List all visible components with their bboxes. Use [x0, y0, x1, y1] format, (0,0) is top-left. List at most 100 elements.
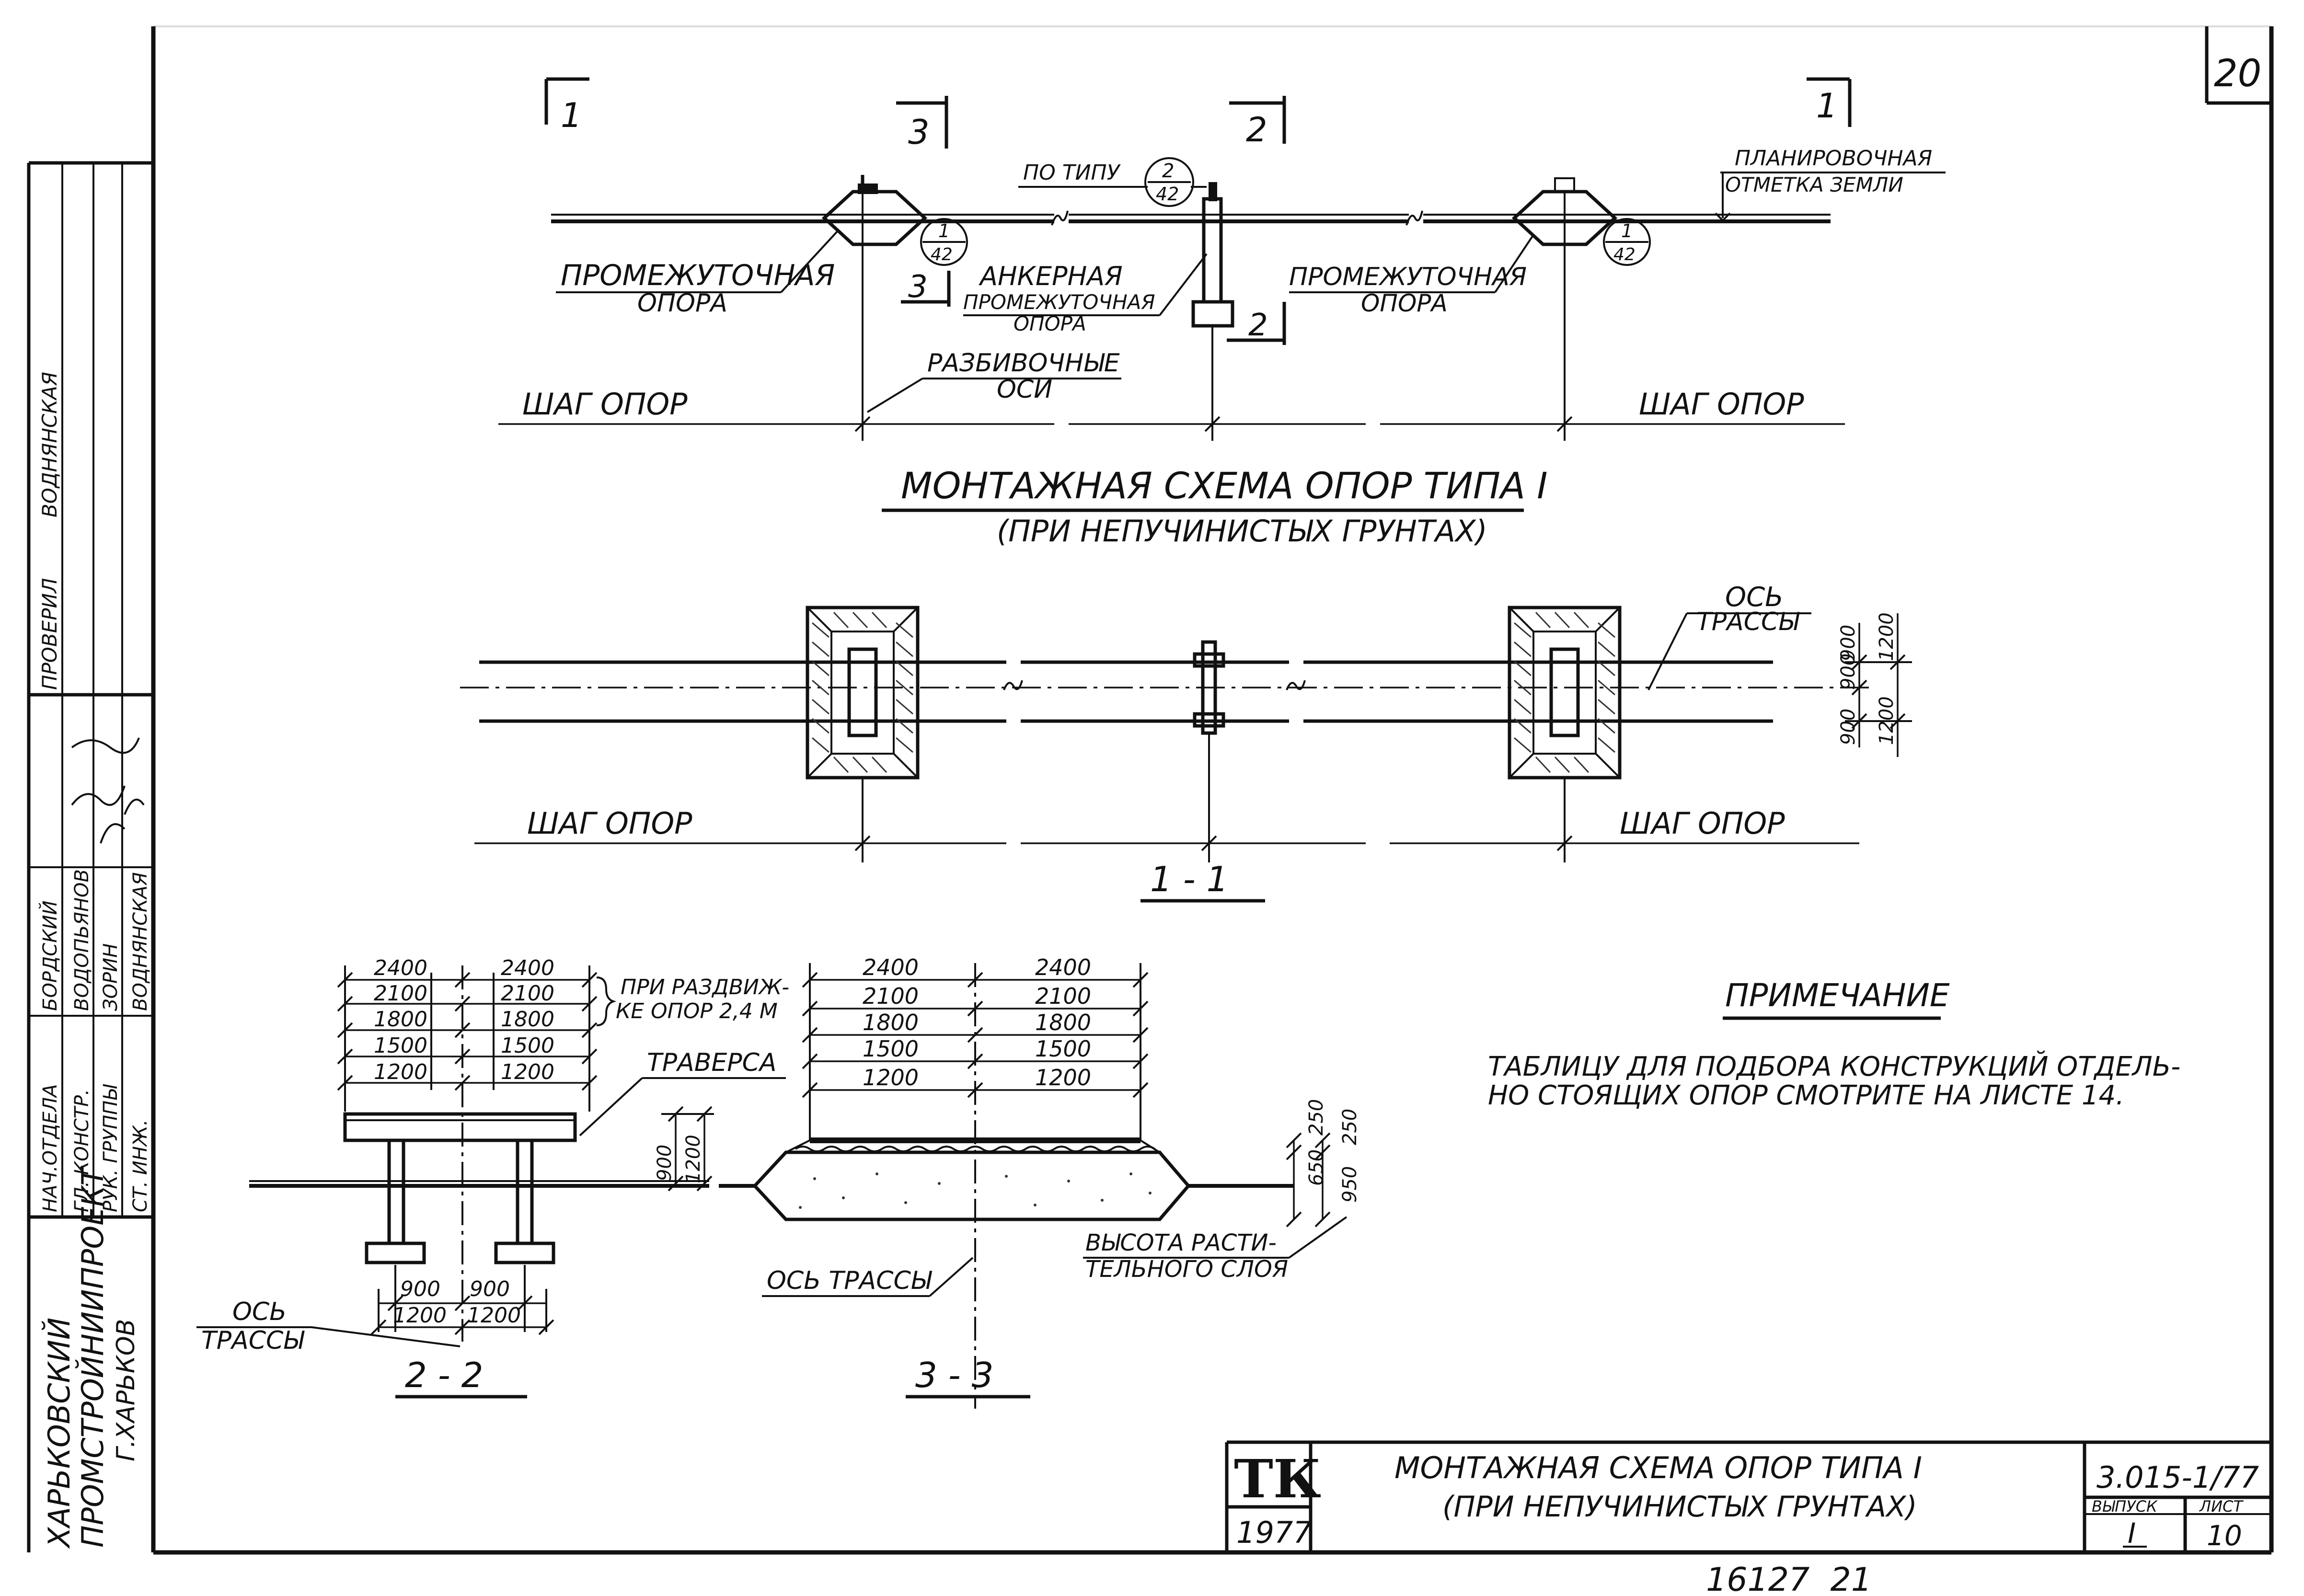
s33-right-4: 1200 [1035, 1065, 1091, 1091]
s22-dim-900: 900 [654, 1145, 676, 1181]
s22-right-2: 1800 [501, 1007, 554, 1032]
stamp-role-1: НАЧ.ОТДЕЛА [39, 1084, 61, 1212]
s22-bottom-900-left: 900 [400, 1277, 440, 1301]
org-line3: Г.ХАРЬКОВ [112, 1319, 140, 1461]
s22-dim-1200: 1200 [682, 1135, 704, 1183]
stamp-name-4: ВОДНЯНСКАЯ [129, 872, 151, 1011]
main-title-line2: (ПРИ НЕПУЧИНИСТЫХ ГРУНТАХ) [997, 514, 1487, 549]
plan-axis-label-line1: ОСЬ [1725, 582, 1784, 613]
po-tipu-label: ПО ТИПУ [1023, 161, 1121, 185]
tb-issue: I [2128, 1517, 2136, 1550]
plan-dim-900c: 900 [1837, 709, 1859, 745]
s33-right-2: 1800 [1035, 1010, 1091, 1035]
main-title: МОНТАЖНАЯ СХЕМА ОПОР ТИПА I (ПРИ НЕПУЧИН… [882, 464, 1548, 549]
section-1-1-title: 1 - 1 [1150, 859, 1228, 899]
tb-issue-label: ВЫПУСК [2092, 1497, 2158, 1516]
ref-2-42-top: 2 [1162, 160, 1174, 182]
mound-left-block [858, 184, 878, 194]
ref-left-top: 1 [938, 220, 950, 241]
interm-right-line1: ПРОМЕЖУТОЧНАЯ [1289, 263, 1527, 291]
stamp-role-3: РУК. ГРУППЫ [100, 1084, 122, 1212]
bottom-stamp: 16127 21 [1706, 1561, 1872, 1596]
tb-series: 3.015-1/77 [2097, 1460, 2259, 1495]
s22-left-0: 2400 [374, 956, 427, 980]
s22-axis-line2: ТРАССЫ [201, 1326, 305, 1355]
mound-right [1511, 190, 1618, 246]
plan-axis-label-line2: ТРАССЫ [1696, 608, 1800, 636]
step-left-plan: ШАГ ОПОР [527, 806, 692, 841]
ref-right-top: 1 [1621, 220, 1633, 241]
sheet-frame [151, 25, 2274, 1555]
tb-title-line2: (ПРИ НЕПУЧИНИСТЫХ ГРУНТАХ) [1442, 1490, 1917, 1524]
s22-bottom-900-right: 900 [470, 1277, 510, 1301]
s33-left-3: 1500 [863, 1036, 919, 1062]
s33-dim-650: 650 [1305, 1149, 1327, 1186]
traverse-beam [343, 1112, 577, 1142]
planning-label-line2: ОТМЕТКА ЗЕМЛИ [1725, 173, 1903, 196]
plan-dim-900b: 900 [1837, 654, 1859, 690]
s33-right-3: 1500 [1035, 1036, 1091, 1062]
axes-label-line1: РАЗБИВОЧНЫЕ [927, 349, 1120, 378]
s33-soil-dots [799, 1172, 1152, 1209]
s33-soil-line1: ВЫСОТА РАСТИ- [1085, 1229, 1277, 1256]
title-block: ТК 1977 МОНТАЖНАЯ СХЕМА ОПОР ТИПА I (ПРИ… [1225, 1440, 2271, 1552]
s22-right-0: 2400 [501, 956, 554, 980]
sheet-number-box: 20 [2205, 26, 2271, 105]
org-line1: ХАРЬКОВСКИЙ [41, 1318, 77, 1549]
step-right-top: ШАГ ОПОР [1639, 387, 1804, 422]
stamp-role-4: СТ. ИНЖ. [129, 1119, 151, 1212]
s33-right-1: 2100 [1035, 983, 1091, 1009]
s33-left-4: 1200 [863, 1065, 919, 1091]
section-2-2-dims: 2400 2100 1800 1500 1200 2400 2100 1800 … [337, 956, 598, 1342]
ref-circle-2-42 [1144, 157, 1194, 207]
step-left-top: ШАГ ОПОР [522, 387, 688, 422]
s33-dim-250b: 250 [1339, 1109, 1361, 1145]
foundation-plan-left [806, 606, 920, 780]
note-line2: НО СТОЯЩИХ ОПОР СМОТРИТЕ НА ЛИСТЕ 14. [1488, 1080, 2124, 1111]
s33-right-0: 2400 [1035, 954, 1091, 980]
section-2-2: 2400 2100 1800 1500 1200 2400 2100 1800 … [196, 956, 789, 1399]
step-right-plan: ШАГ ОПОР [1620, 806, 1785, 841]
anchor-line1: АНКЕРНАЯ [979, 261, 1123, 291]
side-stamp: ХАРЬКОВСКИЙ ПРОМСТРОЙНИИПРОЕКТ Г.ХАРЬКОВ… [27, 161, 153, 1552]
tb-logo: ТК [1234, 1448, 1321, 1510]
stamp-name-2: ВОДОПЬЯНОВ [71, 869, 93, 1011]
s22-bottom-1200-right: 1200 [467, 1303, 521, 1328]
s22-title: 2 - 2 [405, 1355, 483, 1395]
stamp-checked-name: ВОДНЯНСКАЯ [38, 372, 61, 517]
s22-axis-line1: ОСЬ [232, 1297, 287, 1326]
foundation-plan-right [1508, 606, 1622, 780]
s33-mound [752, 1150, 1191, 1221]
anchor-line2: ПРОМЕЖУТОЧНАЯ [963, 290, 1155, 314]
section-1-left: 1 [561, 96, 582, 135]
plan-dim-1200b: 1200 [1876, 696, 1898, 745]
s33-left-1: 2100 [863, 983, 919, 1009]
s22-right-4: 1200 [501, 1060, 554, 1084]
tb-sheet-label: ЛИСТ [2199, 1497, 2244, 1516]
note-line1: ТАБЛИЦУ ДЛЯ ПОДБОРА КОНСТРУКЦИЙ ОТДЕЛЬ- [1488, 1051, 2180, 1082]
sheet-number: 20 [2214, 52, 2261, 95]
ref-circle-left [920, 218, 968, 266]
stamp-checked-label: ПРОВЕРИЛ [38, 578, 61, 690]
plan-view: ШАГ ОПОР ШАГ ОПОР ОСЬ ТРАССЫ 900 900 900… [460, 582, 1912, 903]
s22-left-4: 1200 [374, 1060, 427, 1084]
main-title-line1: МОНТАЖНАЯ СХЕМА ОПОР ТИПА I [901, 464, 1548, 507]
tb-year: 1977 [1236, 1515, 1312, 1550]
planning-label-line1: ПЛАНИРОВОЧНАЯ [1735, 146, 1932, 171]
section-2-bottom: 2 [1248, 308, 1268, 343]
s33-dim-250a: 250 [1305, 1099, 1327, 1136]
note-title: ПРИМЕЧАНИЕ [1725, 977, 1950, 1014]
s33-left-0: 2400 [863, 954, 919, 980]
tb-sheet: 10 [2207, 1519, 2242, 1552]
s22-brace-line1: ПРИ РАЗДВИЖ- [621, 975, 789, 999]
section-2-top: 2 [1246, 110, 1267, 149]
s33-dim-950: 950 [1339, 1166, 1361, 1203]
s33-left-2: 1800 [863, 1010, 919, 1035]
tb-title-line1: МОНТАЖНАЯ СХЕМА ОПОР ТИПА I [1394, 1450, 1922, 1485]
s22-right-3: 1500 [501, 1033, 554, 1058]
mound-left [821, 190, 928, 246]
ref-circle-right [1603, 218, 1651, 266]
section-3-3: 2400 2100 1800 1500 1200 2400 2100 1800 … [719, 954, 1361, 1409]
s22-bottom-1200-left: 1200 [393, 1303, 447, 1328]
signature-marks [71, 737, 145, 844]
